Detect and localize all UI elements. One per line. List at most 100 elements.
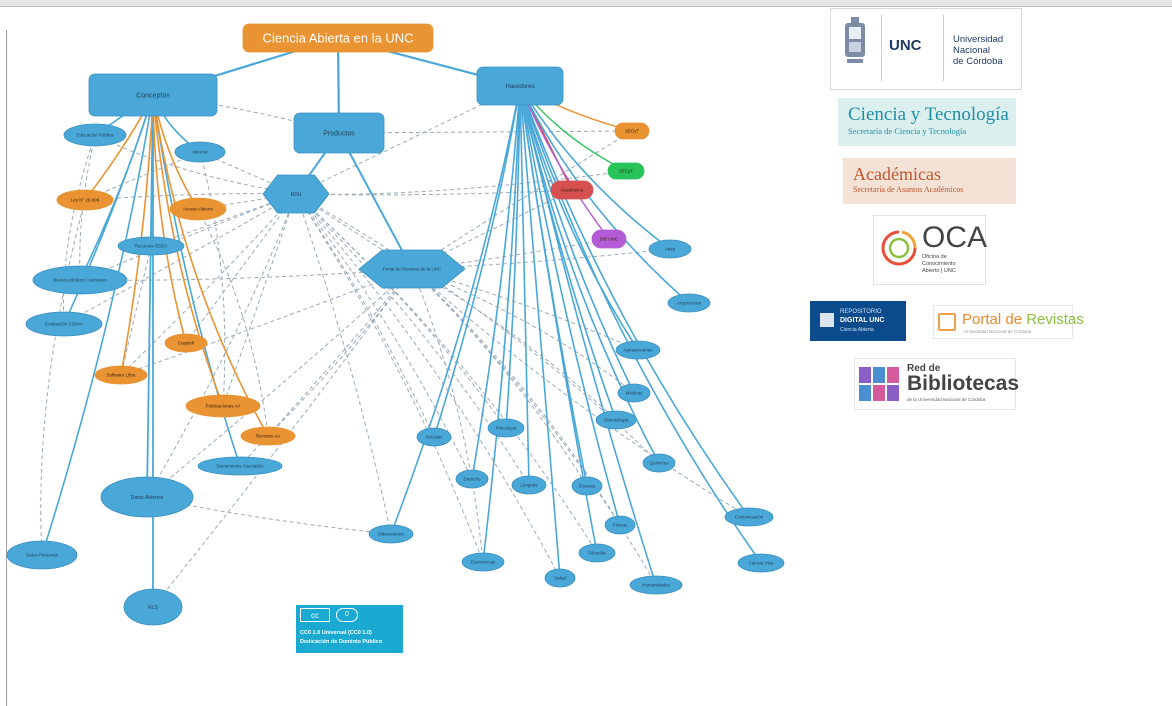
node-shape (614, 122, 650, 140)
solid-link (519, 85, 530, 486)
node-internet[interactable]: Internet (174, 141, 226, 163)
node-comunicacion[interactable]: Comunicación (724, 507, 774, 527)
license-line: Dedicación de Dominio Público (300, 639, 383, 645)
node-cienciaviva[interactable]: Ciencia Viva (737, 553, 785, 573)
node-label: Lenguas (520, 483, 538, 488)
node-academica[interactable]: Académica (550, 180, 594, 200)
node-vinc[interactable]: SECyT (607, 162, 645, 180)
node-shape (578, 543, 616, 563)
node-label: Psicología (496, 426, 517, 431)
solid-link (519, 85, 561, 579)
node-copyleft[interactable]: Copyleft (164, 333, 208, 353)
node-filosofia[interactable]: Filosofía (578, 543, 616, 563)
node-datos[interactable]: Datos Abiertos (100, 476, 194, 518)
repository-icon (820, 313, 834, 327)
node-economicas[interactable]: Económicas (461, 552, 505, 572)
node-label: Datos Personas (26, 553, 59, 558)
dashed-link (79, 193, 297, 281)
license-line: CC0 1.0 Universal (CC0 1.0) (300, 630, 372, 636)
unc-logo: UNC Universidad Nacional de Córdoba (830, 8, 1022, 90)
node-rdu[interactable]: RDU (262, 174, 330, 214)
node-humanidades[interactable]: Humanidades (629, 575, 683, 595)
node-artes[interactable]: Artes (648, 239, 692, 259)
node-revistas[interactable]: Revistas AA (240, 426, 296, 446)
dashed-link (40, 199, 86, 556)
node-educacion[interactable]: Educación Pública (63, 123, 127, 147)
node-medicas[interactable]: Médicas (617, 383, 651, 403)
node-label: Bienes públicos / comunes (53, 278, 107, 283)
node-salud[interactable]: Salud (544, 568, 576, 588)
dashed-link (120, 193, 297, 376)
unc-abbr: UNC (889, 37, 922, 54)
node-portal[interactable]: Portal de Revistas de la UNC (358, 249, 466, 289)
node-label: Químicas (649, 461, 669, 466)
node-productos[interactable]: Productos (293, 112, 385, 154)
node-bibunc[interactable]: BIB UNC (591, 229, 627, 249)
node-recursos[interactable]: Recursos ODEA (117, 236, 185, 256)
node-shape (63, 123, 127, 147)
oca-sub-line: Abierto | UNC (922, 268, 956, 274)
node-label: Acceso Abierto (183, 207, 214, 212)
solid-link (519, 85, 750, 518)
solid-link (519, 85, 621, 526)
unc-fullname: Universidad Nacional de Córdoba (953, 34, 1003, 67)
rdu-line: Ciencia Abierta (840, 327, 874, 333)
node-lenguas[interactable]: Lenguas (511, 475, 547, 495)
node-shape (174, 141, 226, 163)
node-quimicas[interactable]: Químicas (642, 453, 676, 473)
node-shape (617, 383, 651, 403)
node-agropecuarias[interactable]: Agropecuarias (615, 340, 661, 360)
cyt-subtitle: Secretaría de Ciencia y Tecnología (848, 126, 967, 136)
node-acceso[interactable]: Acceso Abierto (169, 197, 227, 221)
node-shape (358, 249, 466, 289)
node-observatorio[interactable]: Observatorio (368, 524, 414, 544)
node-evaluacion[interactable]: Evaluación CONAI (25, 311, 103, 337)
node-label: Artes (665, 247, 676, 252)
node-sociales[interactable]: Sociales (416, 427, 452, 447)
solid-link (41, 94, 154, 556)
node-label: Arquitectura (677, 301, 702, 306)
dashed-link (63, 134, 96, 325)
bibliotecas-line: Red de (907, 363, 941, 374)
node-label: Filosofía (588, 551, 606, 556)
node-shape (615, 340, 661, 360)
solid-link (505, 85, 521, 429)
bibliotecas-line: de la Universidad Nacional de Córdoba (907, 397, 986, 402)
node-datospersonas[interactable]: Datos Personas (6, 540, 78, 570)
page-left-border (6, 30, 7, 706)
node-fisicas[interactable]: Físicas (604, 515, 636, 535)
node-root[interactable]: Ciencia Abierta en la UNC (242, 23, 434, 53)
node-shape (416, 427, 452, 447)
node-derecho[interactable]: Derecho (455, 469, 489, 489)
node-software[interactable]: Software Libre (94, 365, 148, 385)
dashed-link (222, 193, 297, 407)
solid-link (120, 94, 154, 376)
node-psicologia[interactable]: Psicología (487, 418, 525, 438)
dashed-link (411, 189, 573, 270)
node-label: Productos (323, 130, 355, 137)
dashed-link (197, 208, 269, 437)
node-bienes[interactable]: Bienes públicos / comunes (32, 265, 128, 295)
node-secyt[interactable]: SECyT (614, 122, 650, 140)
node-ley[interactable]: Ley N° 26.899 (56, 189, 114, 211)
node-shape (100, 476, 194, 518)
node-hacedores[interactable]: Hacedores (476, 66, 564, 106)
node-publicaciones[interactable]: Publicaciones AA (185, 394, 261, 418)
node-label: Odontología (604, 418, 629, 423)
ciencia-tecnologia-logo: Ciencia y Tecnología Secretaría de Cienc… (838, 98, 1016, 146)
node-odontologia[interactable]: Odontología (595, 410, 637, 430)
concept-map: Ciencia Abierta en la UNC ConceptosProduc… (6, 23, 785, 626)
node-exactas[interactable]: Exactas (571, 476, 603, 496)
node-arquitectura[interactable]: Arquitectura (667, 293, 711, 313)
node-shape (629, 575, 683, 595)
node-shape (32, 265, 128, 295)
node-conceptos[interactable]: Conceptos (88, 73, 218, 117)
cc0-license-badge[interactable]: cc 0 CC0 1.0 Universal (CC0 1.0) Dedicac… (296, 605, 403, 653)
dashed-link (295, 193, 435, 438)
node-label: Hacedores (505, 84, 534, 90)
node-label: Ciencia Viva (749, 561, 774, 566)
node-rls[interactable]: RLS (123, 588, 183, 626)
node-label: Médicas (626, 391, 644, 396)
dashed-link (152, 268, 413, 608)
node-documentos[interactable]: Documentos Asociados (197, 456, 283, 476)
